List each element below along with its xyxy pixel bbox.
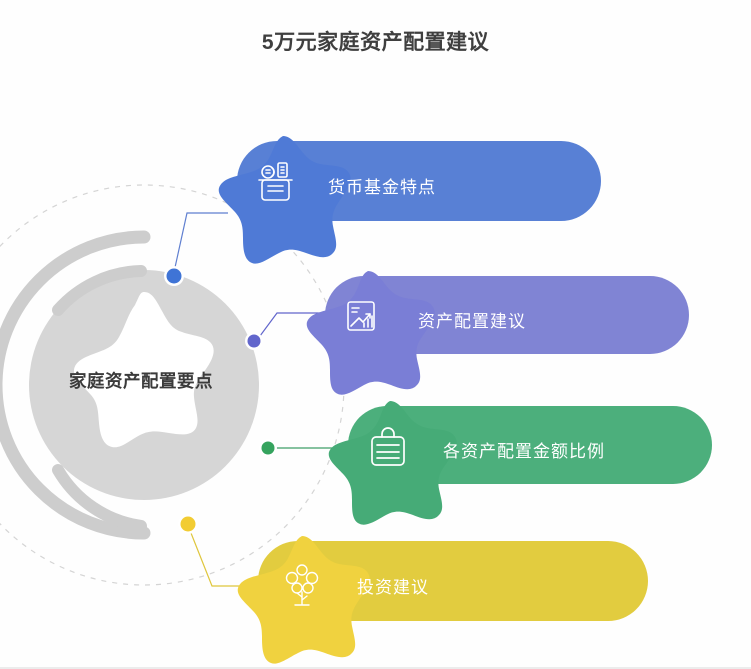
bottom-divider [0,667,751,669]
banner-label-investment-advice: 投资建议 [357,578,429,597]
connector-line-1 [173,212,228,273]
connector-line-2 [256,312,320,341]
connector-line-4 [188,527,247,587]
node-dot-1-fill[interactable] [166,268,182,284]
hub-star-cutout [73,292,214,448]
banner-allocation-ratio[interactable] [328,401,712,525]
banner-star-3 [328,401,457,525]
banner-star-2 [306,271,435,395]
hub-outer-arc [0,230,151,540]
hub-arc-segment-bottom [52,464,147,532]
banner-asset-allocation[interactable] [306,271,689,395]
briefcase-icon [371,427,405,466]
banner-star-4 [237,536,370,664]
money-basket-icon [258,162,293,201]
node-dot-2-fill[interactable] [247,334,261,348]
node-dot-3-fill[interactable] [261,441,275,455]
chart-folder-icon [347,301,375,331]
banner-label-money-fund: 货币基金特点 [328,178,436,197]
page-title: 5万元家庭资产配置建议 [261,31,490,54]
banner-label-allocation-ratio: 各资产配置金额比例 [443,442,605,461]
banner-label-asset-allocation: 资产配置建议 [418,312,526,331]
banner-investment-advice[interactable] [237,536,648,664]
banner-money-fund[interactable] [218,136,601,264]
money-tree-icon [285,564,319,606]
node-dot-4-fill[interactable] [180,516,196,532]
hub-arc-segment-top [52,265,147,316]
